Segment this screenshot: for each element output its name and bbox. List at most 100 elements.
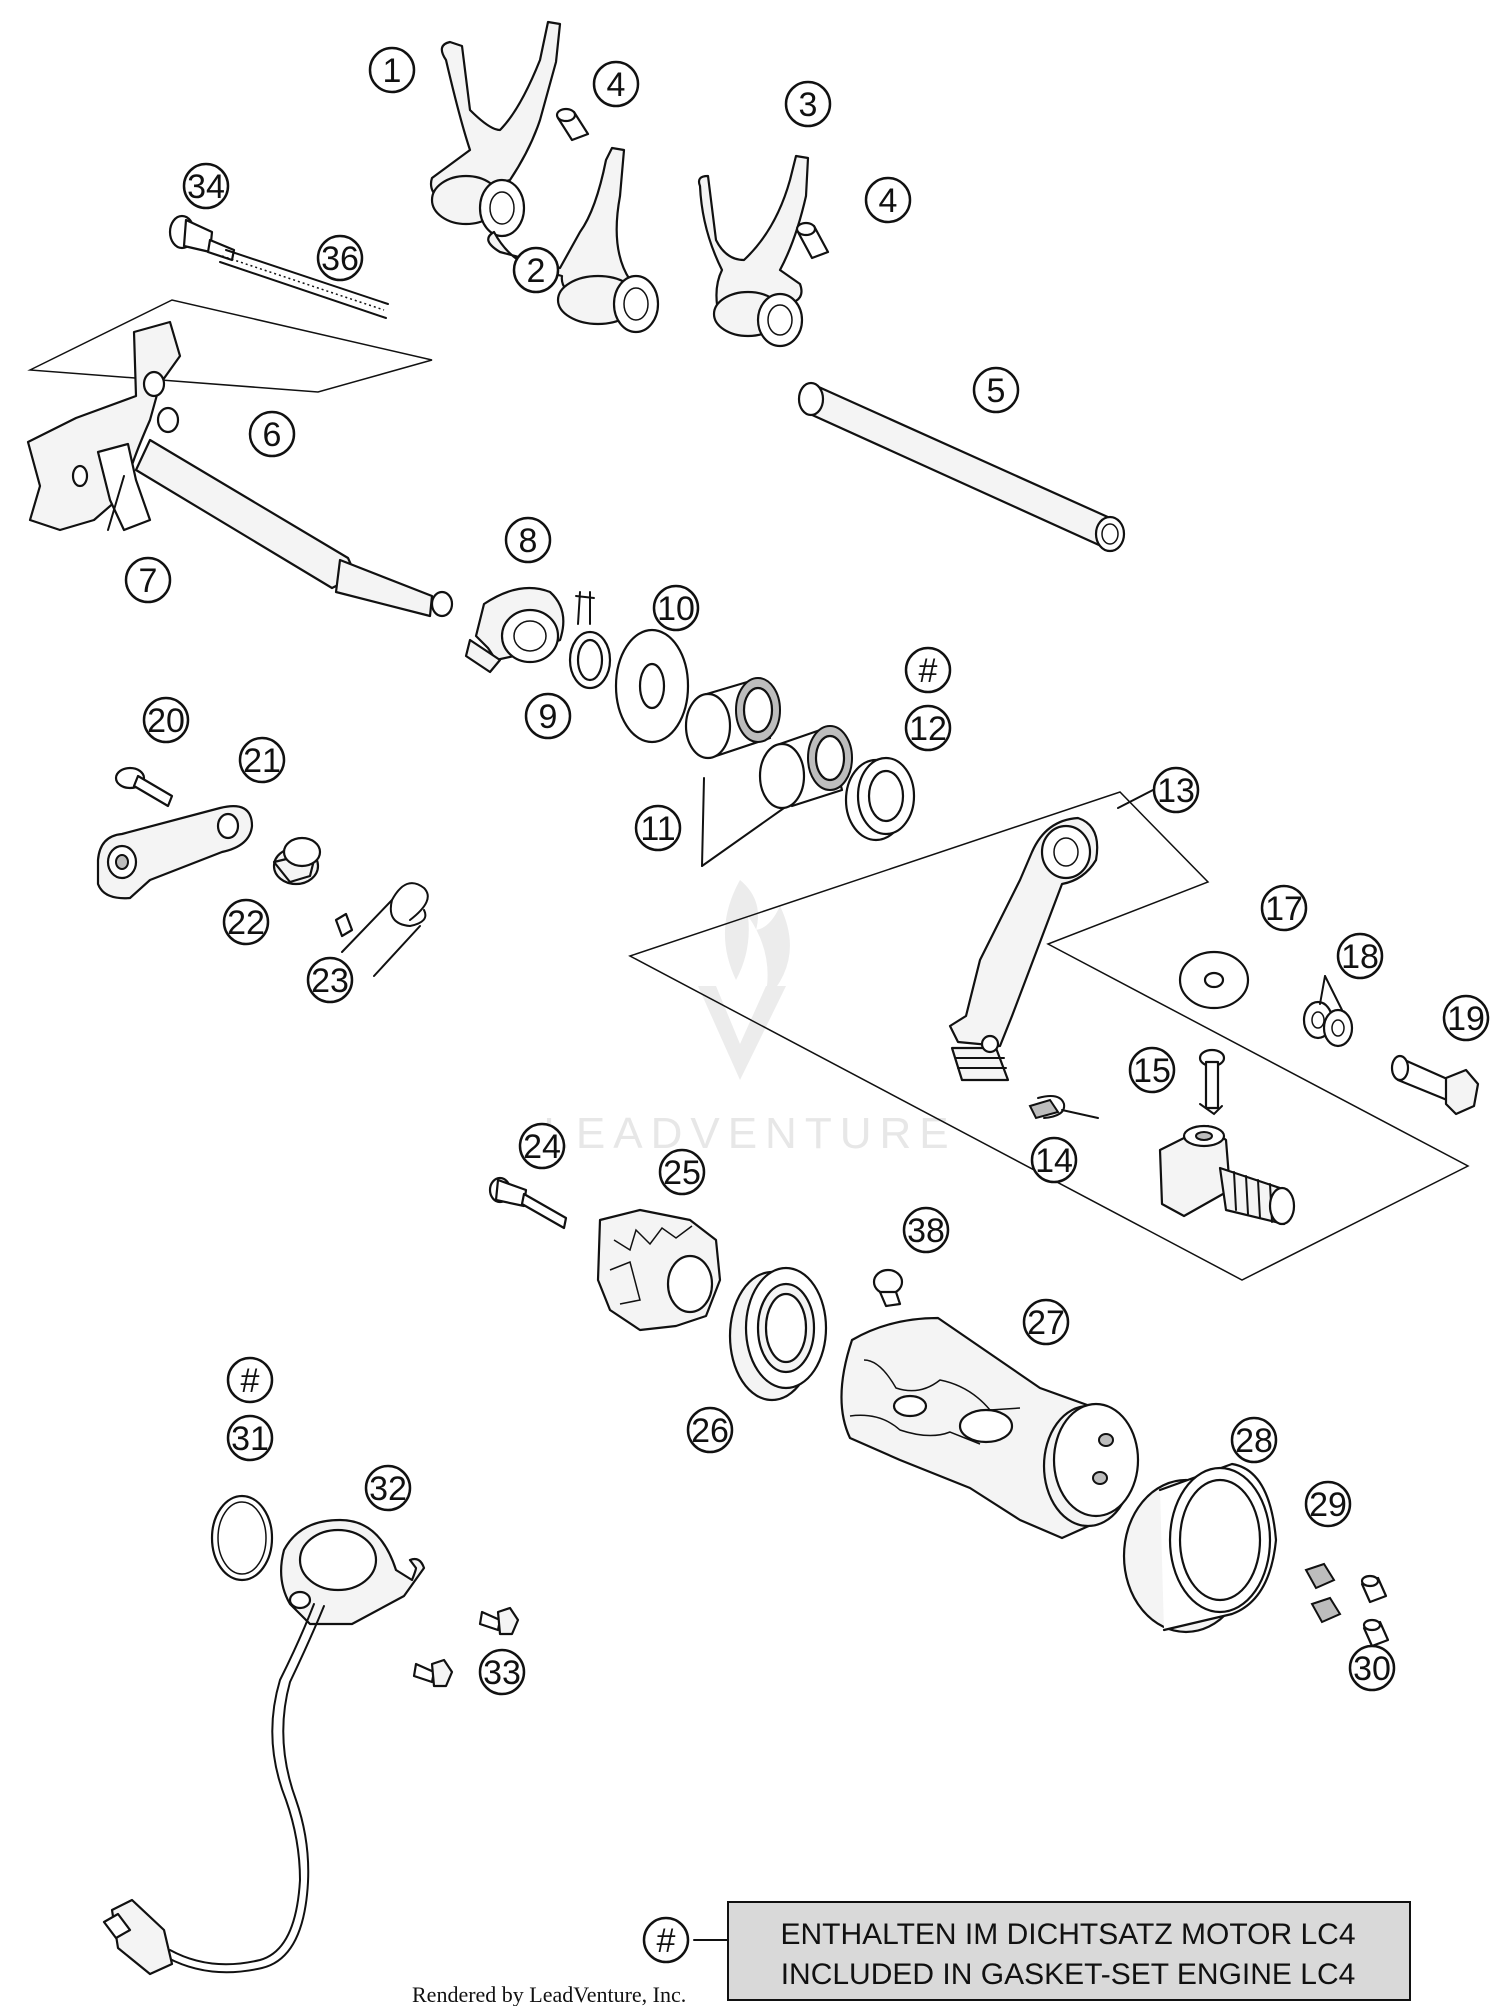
circlip-9	[568, 591, 612, 690]
callout-number: 18	[1341, 938, 1379, 976]
rendered-by-footer: Rendered by LeadVenture, Inc.	[412, 1982, 686, 2006]
callout-18: 18	[1336, 932, 1384, 980]
callout-number: 20	[147, 702, 185, 740]
callout-number: 28	[1235, 1422, 1273, 1460]
callout-number: #	[919, 652, 938, 690]
callout-number: 27	[1027, 1304, 1065, 1342]
callout-number: 19	[1447, 1000, 1485, 1038]
callout-layer: 12344567891011#1213141517181920212223242…	[124, 46, 1490, 1696]
callout-30: 30	[1348, 1644, 1396, 1692]
callout-circle	[222, 898, 270, 946]
callout-circle	[1022, 1298, 1070, 1346]
callout-circle	[226, 1356, 274, 1404]
gear-sensor-32	[102, 1518, 426, 1976]
shift-quadrant-8	[464, 586, 565, 674]
bolt-24	[488, 1176, 568, 1230]
callout-circle	[316, 234, 364, 282]
legend-symbol: #	[657, 1922, 676, 1960]
callout-number: 30	[1353, 1650, 1391, 1688]
o-ring-31	[210, 1494, 274, 1582]
shift-lever-13	[948, 816, 1099, 1082]
callout-circle	[524, 692, 572, 740]
callout-number: 17	[1265, 890, 1303, 928]
lock-washer-18	[1302, 1000, 1354, 1048]
lever-joint-13	[1158, 1124, 1296, 1226]
callout-number: 2	[527, 252, 546, 290]
guide-pin-4a	[555, 107, 590, 142]
callout-circle	[512, 246, 560, 294]
callout-32: 32	[364, 1464, 412, 1512]
shift-drum-locator-25	[596, 1208, 722, 1332]
callout-29: 29	[1304, 1480, 1352, 1528]
callout-3: 3	[784, 80, 832, 128]
callout-28: 28	[1230, 1416, 1278, 1464]
shift-shaft-6	[26, 320, 454, 618]
needle-bearing-11a	[684, 677, 781, 760]
callout-12: 12	[904, 704, 952, 752]
callout-number: 14	[1035, 1142, 1073, 1180]
callout-31: 31	[226, 1414, 274, 1462]
callout-circle	[238, 736, 286, 784]
kit-outline-36	[27, 299, 433, 393]
bolt-20	[114, 766, 174, 808]
callout-number: #	[241, 1362, 260, 1400]
bolt-19	[1390, 1054, 1480, 1116]
callout-14: 14	[1030, 1136, 1078, 1184]
callout-circle	[686, 1406, 734, 1454]
set-screws-29	[1304, 1562, 1342, 1624]
callout-circle	[1336, 932, 1384, 980]
callout-circle	[368, 46, 416, 94]
spring-23	[334, 882, 429, 977]
callout-36: 36	[316, 234, 364, 282]
callout-6: 6	[248, 410, 296, 458]
callout-4a: 4	[592, 60, 640, 108]
callout-1: 1	[368, 46, 416, 94]
callout-21: 21	[238, 736, 286, 784]
callout-circle	[364, 1464, 412, 1512]
callout-number: 15	[1133, 1052, 1171, 1090]
callout-number: 38	[907, 1212, 945, 1250]
callout-20: 20	[142, 696, 190, 744]
callout-number: 11	[640, 810, 675, 848]
callout-number: 3	[799, 86, 818, 124]
shift-rail-5	[797, 381, 1126, 553]
callout-19: 19	[1442, 994, 1490, 1042]
callout-number: 25	[663, 1154, 701, 1192]
bolt-34	[168, 214, 236, 262]
locking-lever-21	[96, 805, 254, 900]
callout-8: 8	[504, 516, 552, 564]
shift-fork-3	[697, 154, 810, 348]
legend-box	[727, 1901, 1411, 2001]
callout-9: 9	[524, 692, 572, 740]
callout-circle	[634, 804, 682, 852]
dowels-30	[1360, 1574, 1390, 1648]
callout-33: 33	[478, 1648, 526, 1696]
callout-23: 23	[306, 956, 354, 1004]
callout-circle	[1030, 1136, 1078, 1184]
o-ring-31-inner	[217, 1501, 267, 1575]
callout-number: 21	[243, 742, 281, 780]
washer-17	[1178, 950, 1250, 1010]
bearing-26	[728, 1266, 828, 1402]
callout-5: 5	[972, 366, 1020, 414]
callout-circle	[1128, 1046, 1176, 1094]
callout-15: 15	[1128, 1046, 1176, 1094]
callout-circle	[124, 556, 172, 604]
spring-clip-14	[1028, 1095, 1099, 1120]
shaft-seal-12	[844, 756, 916, 842]
callout-circle	[904, 646, 952, 694]
callout-circle	[972, 366, 1020, 414]
callout-number: 33	[483, 1654, 521, 1692]
callout-27: 27	[1022, 1298, 1070, 1346]
callout-circle	[1152, 766, 1200, 814]
callout-10: 10	[652, 584, 700, 632]
legend: # ENTHALTEN IM DICHTSATZ MOTOR LC4 INCLU…	[642, 1901, 1411, 2001]
callout-number: 32	[369, 1470, 407, 1508]
callout-circle	[592, 60, 640, 108]
callout-number: 5	[987, 372, 1006, 410]
callout-circle	[306, 956, 354, 1004]
callout-7: 7	[124, 556, 172, 604]
callout-number: 4	[879, 182, 898, 220]
callout-number: 26	[691, 1412, 729, 1450]
callout-circle	[1230, 1416, 1278, 1464]
